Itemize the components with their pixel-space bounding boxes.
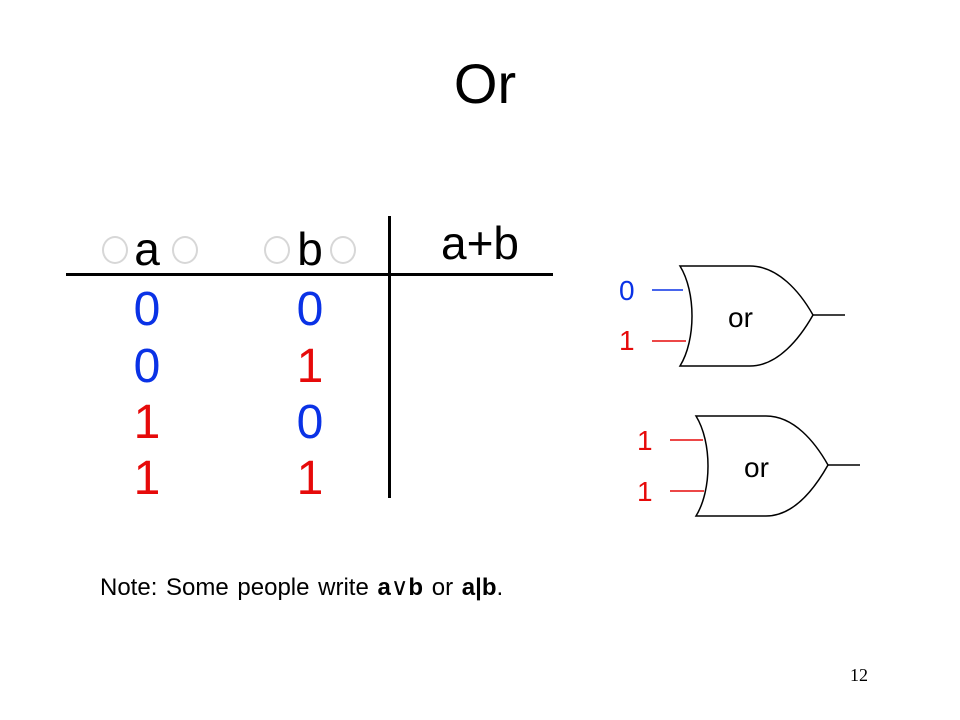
note-expr2: a|b	[461, 574, 497, 601]
note-or-symbol: ∨	[390, 574, 409, 601]
note-prefix: Note: Some people write	[100, 574, 378, 601]
gate-top-input-2-label: 1	[619, 325, 635, 356]
or-gate-top: or	[652, 265, 845, 367]
or-gate-top-body	[678, 265, 814, 367]
ghost-circle-icon	[102, 236, 128, 264]
table-header-rule	[66, 273, 553, 276]
row-4-b: 1	[296, 452, 324, 505]
row-1-b: 0	[296, 283, 324, 336]
row-2-b: 1	[296, 340, 324, 393]
ghost-circle-icon	[264, 236, 290, 264]
header-a-or-b: a+b	[440, 217, 520, 269]
ghost-circle-icon	[330, 236, 356, 264]
gate-top-label: or	[728, 302, 753, 333]
row-3-a: 1	[133, 396, 161, 449]
header-a: a	[134, 223, 160, 275]
table-column-rule	[388, 216, 391, 498]
gate-bottom-input-1-label: 1	[637, 425, 653, 456]
header-b: b	[297, 223, 323, 275]
or-gate-bottom-body	[694, 415, 829, 517]
note-suffix: .	[496, 574, 504, 601]
or-gate-bottom: or	[670, 415, 860, 517]
gate-top-input-1-label: 0	[619, 275, 635, 306]
slide-title: Or	[453, 52, 517, 115]
note-middle: or	[423, 574, 462, 601]
row-1-a: 0	[133, 283, 161, 336]
note-expr1-b: b	[408, 574, 424, 601]
gate-bottom-label: or	[744, 452, 769, 483]
page-number: 12	[850, 665, 868, 685]
row-4-a: 1	[133, 452, 161, 505]
row-2-a: 0	[133, 340, 161, 393]
ghost-circle-icon	[172, 236, 198, 264]
note-expr1-a: a	[377, 574, 391, 601]
note-text: Note: Some people write a∨b or a|b.	[100, 574, 503, 602]
row-3-b: 0	[296, 396, 324, 449]
gate-bottom-input-2-label: 1	[637, 476, 653, 507]
